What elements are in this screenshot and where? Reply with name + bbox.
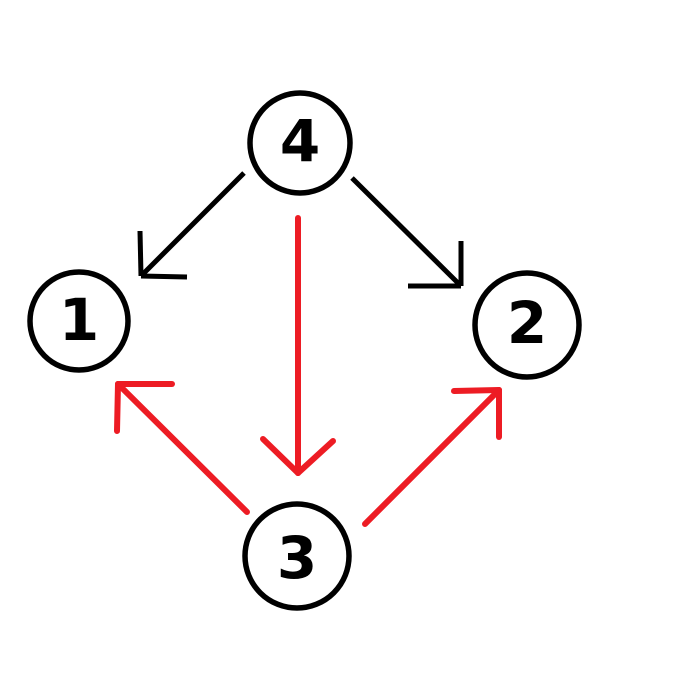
edge-shaft — [139, 171, 246, 278]
node-4: 4 — [247, 90, 353, 196]
edge-3-to-1 — [114, 381, 250, 515]
edge-shaft — [115, 381, 250, 515]
edge-4-to-3 — [260, 215, 336, 476]
arrowhead-barb — [451, 387, 502, 394]
node-label: 3 — [277, 524, 317, 592]
node-2: 2 — [472, 270, 582, 380]
arrowhead-barb — [137, 230, 144, 277]
arrowhead-barb — [114, 381, 121, 434]
edge-4-to-2 — [350, 176, 464, 289]
node-label: 4 — [280, 107, 320, 175]
edge-shaft — [362, 387, 502, 527]
edge-shaft — [350, 176, 463, 288]
node-circle — [27, 269, 131, 373]
node-label: 1 — [59, 286, 99, 354]
edge-3-to-2 — [362, 387, 502, 527]
node-circle — [247, 90, 353, 196]
node-label: 2 — [507, 289, 547, 357]
node-circle — [242, 501, 352, 611]
node-circle — [472, 270, 582, 380]
arrowhead-barb — [295, 438, 336, 476]
node-1: 1 — [27, 269, 131, 373]
edge-4-to-1 — [137, 171, 246, 280]
arrowhead-barb — [140, 273, 188, 280]
node-3: 3 — [242, 501, 352, 611]
arrowhead-barb — [260, 436, 301, 476]
